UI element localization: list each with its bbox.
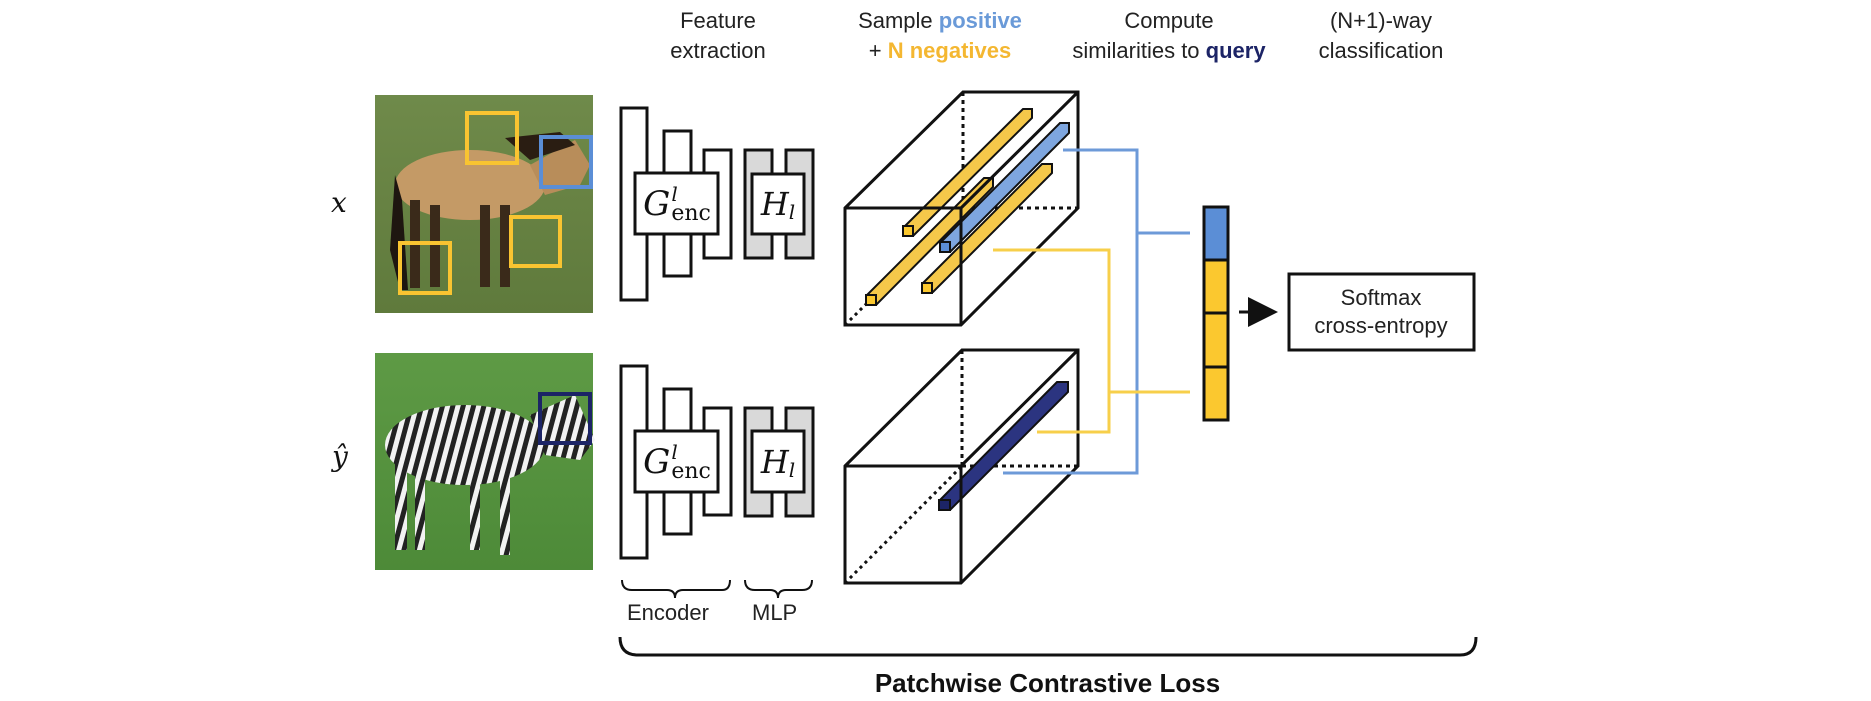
source-image-horse [375, 95, 593, 313]
mlp-bottom [743, 406, 815, 518]
logit-vector [1202, 205, 1230, 422]
mlp-label: MLP [752, 600, 798, 625]
negative-patch-3 [398, 241, 452, 295]
output-image-zebra [375, 353, 595, 570]
encoder-top [619, 106, 733, 302]
encoder-symbol: G l enc [637, 433, 717, 491]
positive-rod [939, 122, 1070, 253]
encoder-bottom [619, 364, 733, 560]
header-plus: + [868, 38, 888, 63]
encoder-label: Encoder [627, 600, 709, 625]
mlp-symbol-h: H [760, 185, 789, 223]
encoder-symbol-g: G [643, 442, 671, 482]
mlp-box [750, 429, 806, 494]
positive-patch [539, 135, 593, 189]
softmax-line2: cross-entropy [1314, 312, 1448, 338]
header-compute-prefix: similarities to [1072, 38, 1206, 63]
logit-cell-negative [1202, 258, 1230, 315]
encoder-symbol: G l enc [637, 175, 717, 233]
mlp-sub: l [788, 458, 796, 482]
x-label: x [331, 186, 347, 219]
header-feature-line1: Feature [680, 8, 756, 33]
mlp-sub: l [788, 200, 796, 224]
logit-cell-negative [1202, 365, 1230, 422]
header-negatives-word: N negatives [887, 38, 1012, 63]
header-classify-line2: classification [1318, 38, 1444, 63]
negative-connector [993, 248, 1190, 434]
encoder-box [633, 171, 720, 236]
encoder-brace [621, 579, 731, 599]
header-classify-line1: (N+1)-way [1329, 8, 1433, 33]
logit-cell-positive [1202, 205, 1230, 262]
zebra-body [385, 405, 545, 485]
mlp-brace [744, 579, 813, 599]
negative-rod-1 [902, 108, 1033, 237]
loss-brace [618, 636, 1478, 657]
softmax-box: Softmax cross-entropy [1290, 275, 1472, 348]
header-classification: (N+1)-way classification [1301, 6, 1461, 66]
mlp-box [750, 172, 806, 236]
encoder-box [633, 429, 720, 494]
header-sample: Sample positive + N negatives [830, 6, 1050, 66]
encoder-sup: l [671, 182, 678, 206]
mlp-symbol-h: H [760, 443, 789, 481]
header-compute-line1: Compute [1124, 8, 1214, 33]
loss-title: Patchwise Contrastive Loss [874, 668, 1221, 698]
y-hat-label: ŷ [332, 440, 348, 473]
header-compute: Compute similarities to query [1059, 6, 1279, 66]
mlp-top [743, 148, 815, 260]
negative-patch-1 [465, 111, 519, 165]
horse-body [395, 150, 545, 220]
header-positive-word: positive [938, 8, 1022, 33]
negative-patch-2 [509, 215, 562, 268]
negative-rod-3 [921, 163, 1053, 294]
query-patch [538, 392, 592, 445]
header-feature-line2: extraction [670, 38, 766, 63]
encoder-symbol-g: G [643, 184, 671, 224]
logit-cell-negative [1202, 311, 1230, 369]
feature-cube-top [843, 90, 1080, 327]
softmax-box-border [1287, 272, 1476, 352]
header-feature-extraction: Feature extraction [658, 6, 778, 66]
encoder-sup: l [671, 440, 678, 464]
feature-cube-bottom [843, 348, 1080, 585]
positive-connector [1003, 148, 1190, 475]
encoder-sub: enc [671, 459, 711, 484]
encoder-sub: enc [671, 201, 711, 226]
header-sample-prefix: Sample [858, 8, 939, 33]
query-rod [938, 381, 1069, 511]
softmax-line1: Softmax [1340, 284, 1422, 310]
header-query-word: query [1205, 38, 1266, 63]
